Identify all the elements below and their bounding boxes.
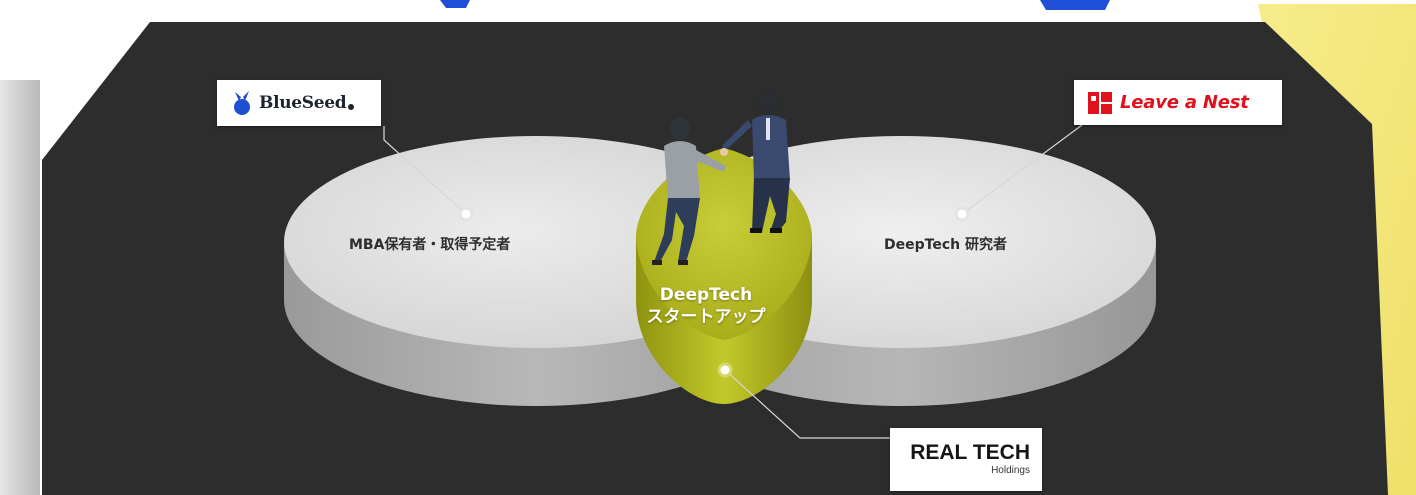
realtech-logo-text: REAL TECH <box>910 440 1030 464</box>
center-label-line1: DeepTech <box>659 285 753 305</box>
connector-dots <box>458 206 970 378</box>
leave-a-nest-logo: Leave a Nest <box>1074 80 1282 125</box>
realtech-logo: REAL TECH Holdings <box>890 428 1042 491</box>
realtech-logo-subtext: Holdings <box>991 464 1030 476</box>
right-group-label: DeepTech 研究者 <box>884 237 1007 253</box>
left-wall <box>0 80 40 495</box>
cut-title-strip <box>440 0 1110 10</box>
connector-lines <box>383 124 1083 439</box>
left-group-label: MBA保有者・取得予定者 <box>349 237 511 253</box>
center-label-line2: スタートアップ <box>646 307 766 327</box>
handshake-people-illustration <box>652 91 790 265</box>
blueseed-dot <box>348 104 355 110</box>
blueseed-logo-text: BlueSeed <box>259 93 347 113</box>
leave-a-nest-logo-text: Leave a Nest <box>1120 92 1249 113</box>
blueseed-logo: BlueSeed <box>217 80 381 126</box>
blueseed-mark-icon <box>234 91 250 115</box>
leave-a-nest-mark-icon <box>1088 91 1112 114</box>
